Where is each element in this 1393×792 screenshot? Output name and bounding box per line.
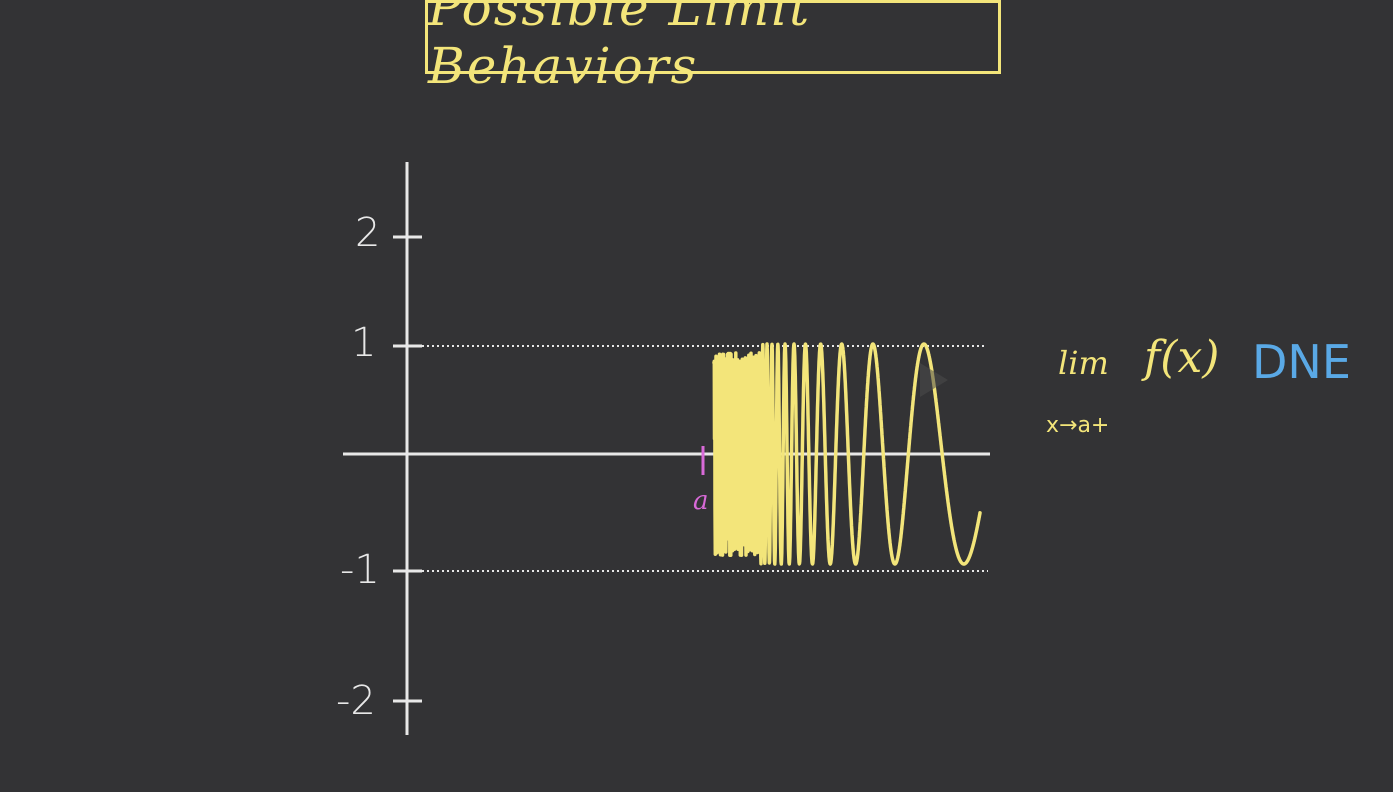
- tick-label-neg2: -2: [336, 678, 376, 724]
- limit-subscript: x→a+: [1046, 413, 1110, 438]
- limit-lim: lim: [1058, 344, 1109, 382]
- limit-result-dne: DNE: [1252, 335, 1351, 389]
- tick-label-neg1: -1: [340, 547, 380, 593]
- tick-label-2: 2: [355, 210, 381, 256]
- title-box: Possible Limit Behaviors: [425, 0, 1001, 95]
- tick-label-1: 1: [351, 320, 377, 366]
- page-title: Possible Limit Behaviors: [428, 0, 812, 95]
- oscillating-curve: [712, 342, 982, 566]
- limit-function: f(x): [1144, 332, 1220, 383]
- a-label: a: [693, 486, 709, 516]
- play-icon[interactable]: [920, 363, 948, 397]
